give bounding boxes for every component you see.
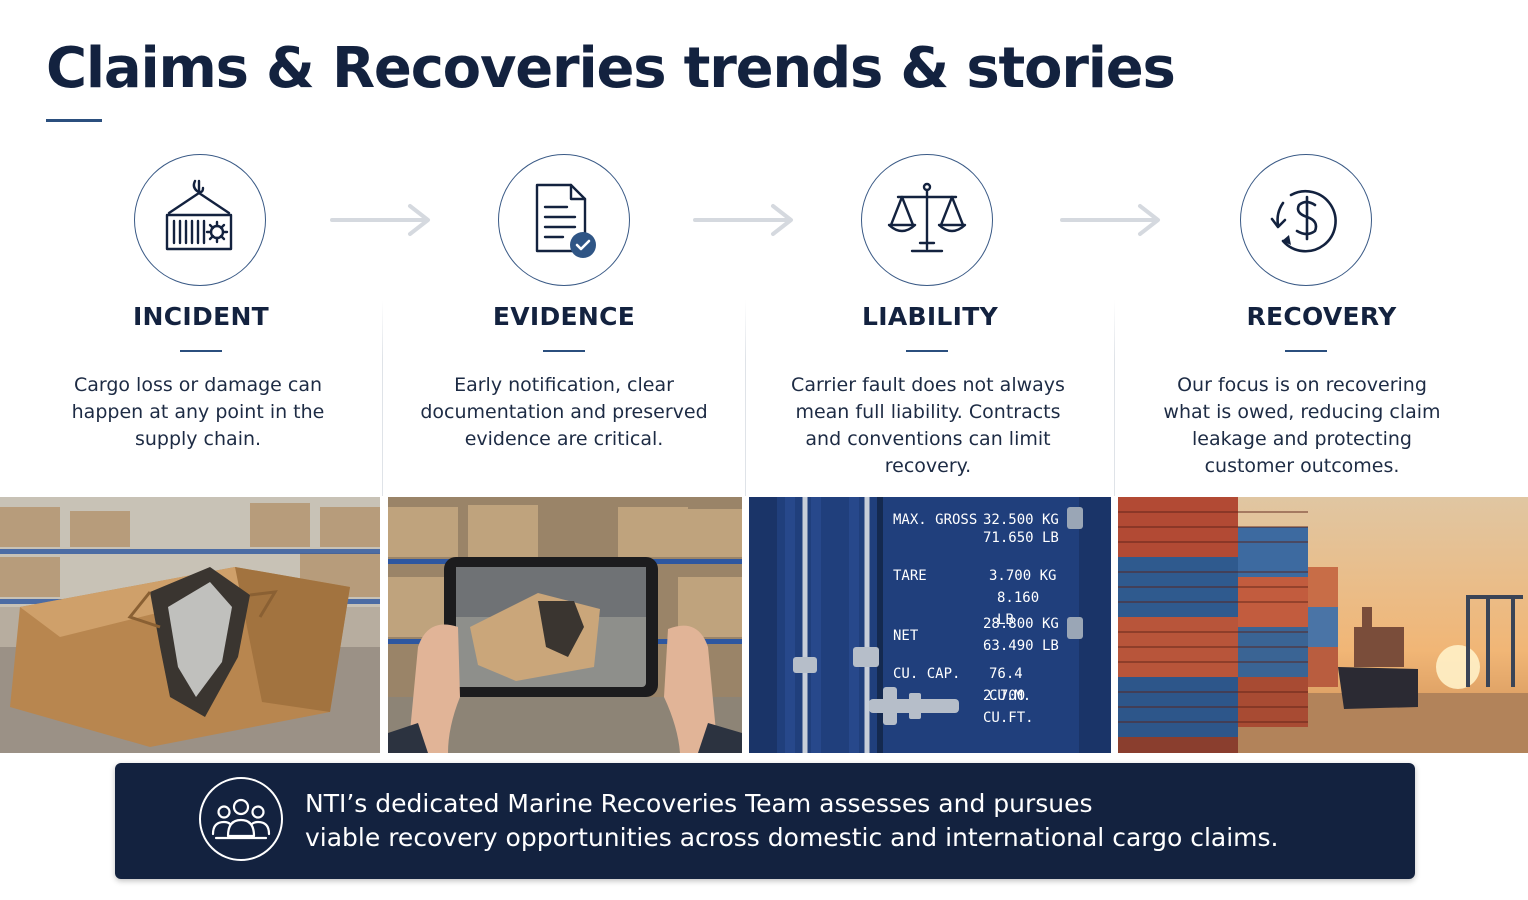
title-underline bbox=[46, 119, 102, 122]
step-description: Early notification, clear documentation … bbox=[420, 374, 708, 450]
cargo-container-hoist-icon bbox=[165, 179, 233, 251]
plate-value: 28.800 KG bbox=[983, 616, 1059, 632]
damaged-cardboard-box-photo bbox=[0, 497, 380, 753]
plate-value: 71.650 LB bbox=[983, 530, 1059, 546]
team-group-icon bbox=[211, 798, 271, 840]
plate-value: 8.160 LB bbox=[997, 590, 1040, 628]
tablet-photographing-damaged-box-photo bbox=[388, 497, 742, 753]
step-evidence: EVIDENCE Early notification, clear docum… bbox=[383, 140, 745, 500]
arrow-right-icon bbox=[1060, 204, 1160, 236]
banner-text-line-1: NTI’s dedicated Marine Recoveries Team a… bbox=[305, 789, 1093, 818]
plate-label: TARE bbox=[893, 568, 927, 584]
step-underline bbox=[906, 350, 948, 352]
step-underline bbox=[1285, 350, 1327, 352]
step-icon-circle bbox=[498, 154, 630, 286]
step-liability: LIABILITY Carrier fault does not always … bbox=[746, 140, 1114, 500]
scales-of-justice-icon bbox=[887, 182, 967, 253]
step-label: RECOVERY bbox=[1246, 302, 1397, 331]
plate-label: MAX. GROSS bbox=[893, 512, 978, 528]
column-divider bbox=[1114, 300, 1115, 496]
banner-text-line-2: viable recovery opportunities across dom… bbox=[305, 823, 1279, 852]
arrow-right-icon bbox=[330, 204, 430, 236]
step-icon-circle bbox=[1240, 154, 1372, 286]
plate-label: NET bbox=[893, 628, 919, 644]
step-recovery: RECOVERY Our focus is on recovering what… bbox=[1115, 140, 1528, 500]
step-icon-circle bbox=[861, 154, 993, 286]
arrow-right-icon bbox=[693, 204, 793, 236]
document-check-icon bbox=[535, 183, 596, 258]
column-divider bbox=[745, 300, 746, 496]
plate-value: 76.4 CU.M. bbox=[989, 666, 1032, 704]
plate-value: 3.700 KG bbox=[989, 568, 1057, 584]
step-description: Carrier fault does not always mean full … bbox=[791, 374, 1065, 477]
step-label: INCIDENT bbox=[132, 302, 270, 331]
step-icon-circle bbox=[134, 154, 266, 286]
step-description: Our focus is on recovering what is owed,… bbox=[1163, 374, 1441, 477]
step-label: EVIDENCE bbox=[492, 302, 636, 331]
team-group-icon-circle bbox=[199, 777, 283, 861]
column-divider bbox=[382, 300, 383, 496]
step-description: Cargo loss or damage can happen at any p… bbox=[71, 374, 325, 450]
page-title: Claims & Recoveries trends & stories bbox=[46, 36, 1176, 101]
shipping-container-door-photo: MAX. GROSS 32.500 KG 71.650 LB TARE 3.70… bbox=[749, 497, 1111, 753]
step-label: LIABILITY bbox=[861, 302, 999, 331]
plate-label: CU. CAP. bbox=[893, 666, 961, 682]
plate-value: 32.500 KG bbox=[983, 512, 1059, 528]
step-underline bbox=[543, 350, 585, 352]
recovery-team-banner: NTI’s dedicated Marine Recoveries Team a… bbox=[115, 763, 1415, 879]
step-underline bbox=[180, 350, 222, 352]
plate-value: 2.700 CU.FT. bbox=[983, 688, 1034, 726]
plate-value: 63.490 LB bbox=[983, 638, 1059, 654]
dollar-cycle-icon bbox=[1270, 189, 1337, 253]
step-incident: INCIDENT Cargo loss or damage can happen… bbox=[0, 140, 382, 500]
container-port-sunset-photo bbox=[1118, 497, 1528, 753]
